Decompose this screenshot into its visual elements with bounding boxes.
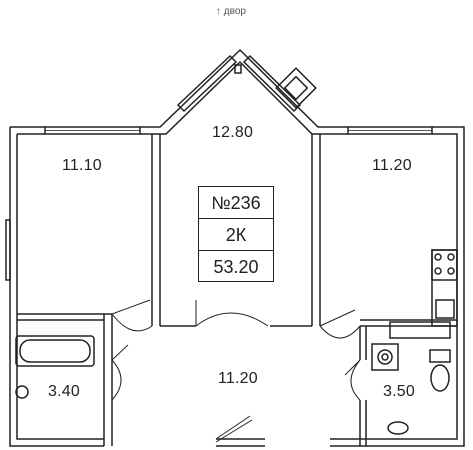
wall-left-partition xyxy=(151,134,161,326)
washing-machine xyxy=(371,343,399,371)
arrow-up-icon: ↑ xyxy=(216,6,221,17)
balcony xyxy=(275,67,317,109)
door-living xyxy=(195,300,269,327)
bathtub xyxy=(15,335,95,367)
toilet xyxy=(430,364,450,392)
apartment-total-area: 53.20 xyxy=(213,257,259,277)
orientation-text: двор xyxy=(223,6,246,17)
apartment-number: №236 xyxy=(199,187,273,219)
window-bay-left xyxy=(176,54,238,113)
window-bay-right xyxy=(242,54,302,113)
room-area-living: 12.80 xyxy=(212,124,254,141)
door-wc xyxy=(344,359,361,401)
apartment-type: 2К xyxy=(199,219,273,251)
sink-left xyxy=(15,385,29,399)
kitchen-sink xyxy=(435,299,455,319)
door-bedroom-right xyxy=(319,309,361,339)
wall-wc-left xyxy=(359,400,367,446)
orientation-label: ↑ двор xyxy=(216,6,246,17)
room-area-bathroom: 3.40 xyxy=(48,383,80,400)
wall-hall-right xyxy=(359,319,457,360)
wall-right-partition xyxy=(311,134,321,326)
room-area-hall: 11.20 xyxy=(218,370,258,387)
entrance-door xyxy=(215,415,253,443)
wall-left-hatched xyxy=(5,219,11,281)
wall-hall-left xyxy=(17,313,113,446)
door-bathroom xyxy=(111,344,129,401)
room-area-bedroom-right: 11.20 xyxy=(372,157,412,174)
apartment-info-box: №236 2К 53.20 xyxy=(198,186,274,282)
room-area-wc: 3.50 xyxy=(383,383,415,400)
door-bedroom-left xyxy=(111,299,153,332)
vent xyxy=(234,64,242,74)
outer-wall xyxy=(9,48,465,447)
kitchen-unit xyxy=(389,321,451,339)
sink-wc xyxy=(387,421,409,435)
room-area-bedroom-left: 11.10 xyxy=(62,157,102,174)
stove xyxy=(431,249,458,281)
